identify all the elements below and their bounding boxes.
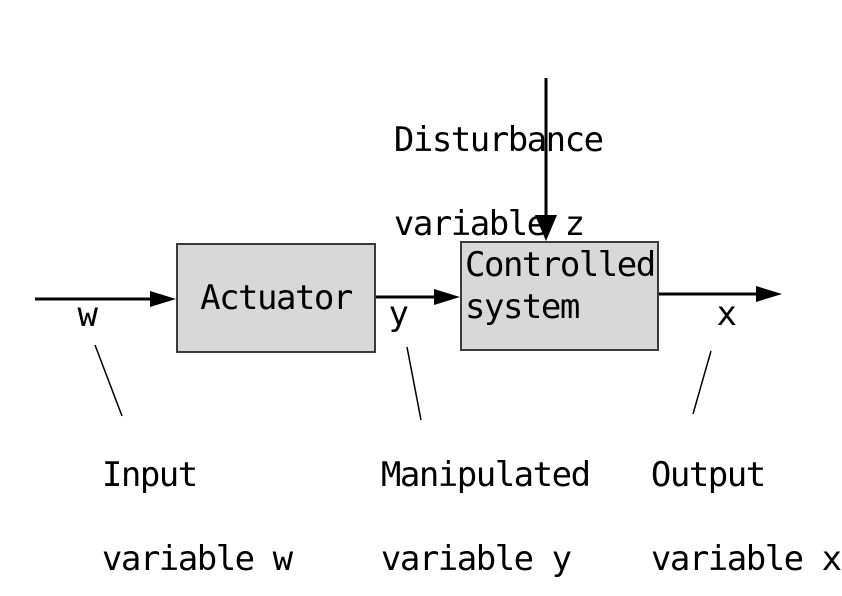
controlled-system-label-line1: Controlled (465, 245, 656, 285)
input-symbol-label: w (77, 295, 98, 335)
output-symbol-label: x (716, 294, 737, 334)
output-arrowhead-icon (756, 286, 782, 302)
manipulated-caption: Manipulated variable y (305, 412, 591, 596)
output-caption-line2: variable x (650, 539, 842, 579)
actuator-block: Actuator (176, 243, 376, 353)
manipulated-symbol-label: y (388, 294, 409, 334)
input-leader-line (94, 344, 123, 417)
output-leader-line (692, 350, 712, 415)
output-caption-line1: Output (650, 455, 766, 495)
manipulated-arrowhead-icon (434, 289, 460, 305)
disturbance-arrowhead-icon (535, 215, 557, 241)
manipulated-leader-line (406, 346, 422, 421)
manipulated-caption-line1: Manipulated (380, 455, 591, 495)
actuator-label: Actuator (200, 278, 353, 318)
controlled-system-block: Controlled system (460, 241, 659, 351)
disturbance-label-line1: Disturbance (393, 120, 604, 160)
input-arrowhead-icon (150, 291, 176, 307)
disturbance-label: Disturbance variable z (318, 77, 604, 287)
output-caption: Output variable x (575, 412, 842, 596)
input-caption-line1: Input (101, 455, 198, 495)
controlled-system-label-line2: system (465, 287, 580, 327)
input-caption-line2: variable w (101, 539, 293, 579)
disturbance-label-line2: variable z (393, 204, 585, 244)
input-caption: Input variable w (26, 412, 293, 596)
manipulated-caption-line2: variable y (380, 539, 572, 579)
